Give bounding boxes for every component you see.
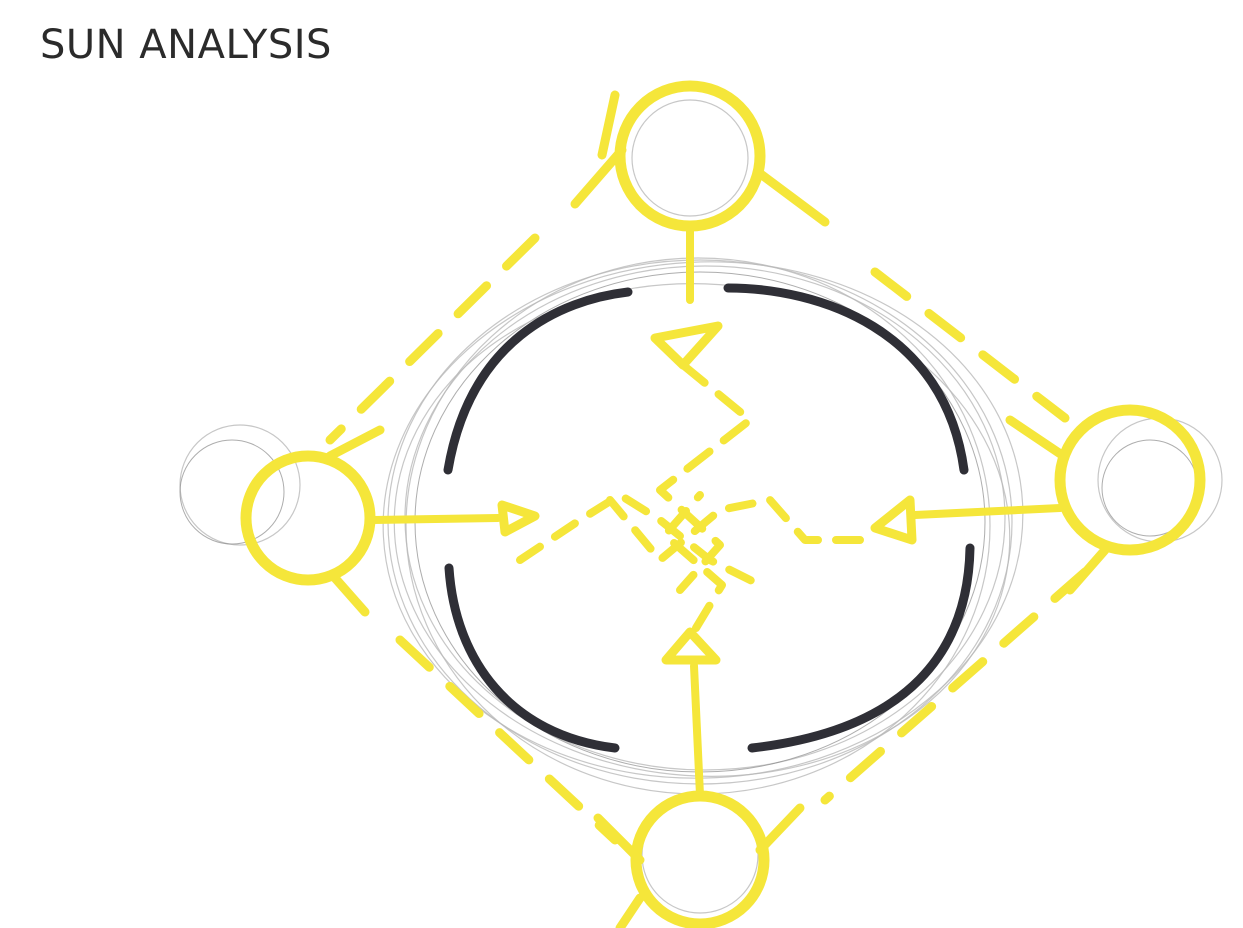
sun-left xyxy=(240,425,764,617)
sun-right xyxy=(606,404,1206,595)
building-outline xyxy=(443,283,975,753)
sun-icon xyxy=(240,425,385,617)
sun-icon xyxy=(570,80,830,232)
arrow-icon xyxy=(368,491,764,589)
page-title: SUN ANALYSIS xyxy=(40,22,332,68)
arrow-icon xyxy=(661,491,726,799)
arrow-icon xyxy=(606,495,1064,564)
sun-top xyxy=(570,80,830,594)
sun-icon xyxy=(593,790,805,928)
arrow-icon xyxy=(650,222,754,594)
sun-path-dashes xyxy=(325,233,1090,845)
sun-icon xyxy=(1005,404,1206,595)
sun-bottom xyxy=(593,491,805,928)
